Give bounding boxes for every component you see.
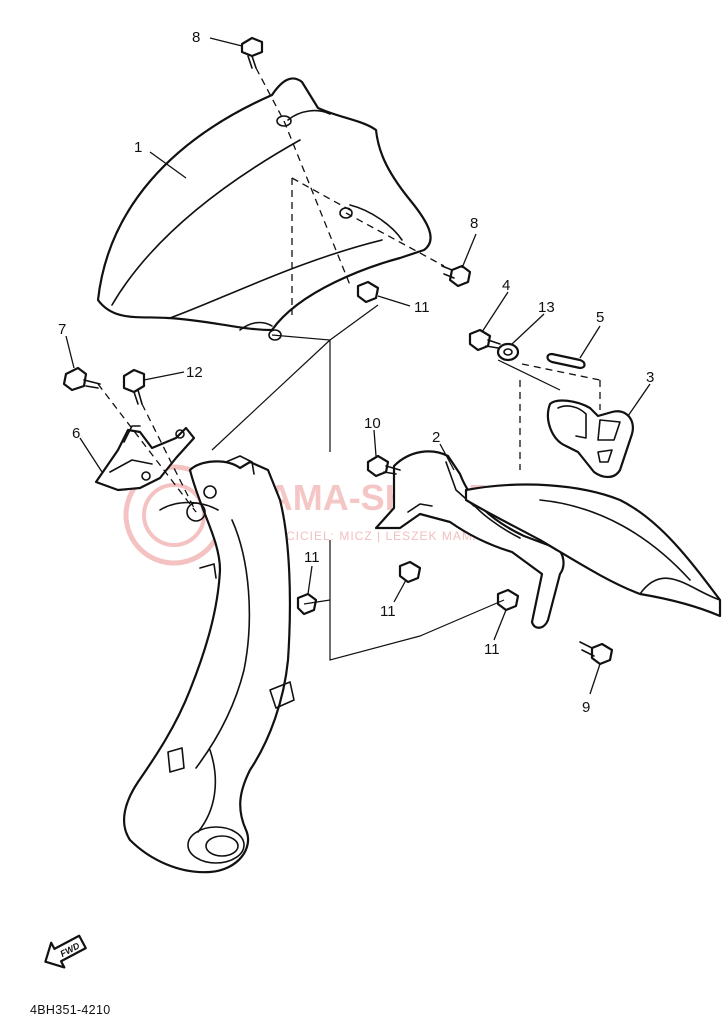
part-bolt-12 (122, 368, 146, 405)
arrow-icon (44, 934, 87, 969)
leader-13 (511, 313, 545, 345)
callout-10: 10 (364, 415, 381, 432)
callout-3: 3 (646, 369, 654, 386)
part-bracket-3 (546, 399, 634, 479)
part-hose-holder (94, 425, 196, 492)
watermark-subtext: WŁAŚCICIEL: MICZ | LESZEK MAMA (248, 528, 482, 543)
assembly-lines (211, 304, 561, 661)
watermark-logo-inner (142, 483, 206, 547)
callouts: 1 8 8 11 7 12 6 4 13 5 3 10 2 (58, 29, 654, 716)
leader-8-top (209, 37, 243, 47)
leader-5 (579, 325, 601, 359)
part-bolt-7 (62, 366, 101, 392)
part-nut-11-d (496, 588, 520, 612)
leader-1 (149, 151, 187, 179)
leader-2 (439, 443, 455, 471)
leader-11-d (493, 609, 507, 641)
callout-2: 2 (432, 429, 440, 446)
part-fender-rear-section (464, 483, 722, 618)
callout-12: 12 (186, 364, 203, 381)
leader-11-a (377, 295, 411, 307)
forward-direction-arrow: FWD (44, 934, 87, 969)
part-nut-11-a (356, 280, 380, 304)
callout-6: 6 (72, 425, 80, 442)
leader-11-c (393, 579, 407, 603)
part-front-fender (96, 77, 432, 341)
callout-7: 7 (58, 321, 66, 338)
part-washer-13 (496, 342, 520, 362)
leader-7 (65, 335, 75, 369)
leader-9 (589, 663, 601, 695)
callout-9: 9 (582, 699, 590, 716)
part-bolt-8-right (441, 264, 472, 288)
part-nut-11-c (398, 560, 422, 584)
leader-8-right (461, 233, 477, 269)
callout-5: 5 (596, 309, 604, 326)
callout-1: 1 (134, 139, 142, 156)
callout-13: 13 (538, 299, 555, 316)
part-fork-outer-tube (122, 455, 295, 874)
callout-11-a: 11 (414, 299, 430, 316)
part-bolt-8-top (240, 36, 264, 69)
callout-8-top: 8 (192, 29, 200, 46)
part-bolt-4 (468, 328, 501, 352)
callout-4: 4 (502, 277, 510, 294)
reference-code: 4BH351-4210 (30, 1003, 110, 1017)
part-bolt-9 (579, 641, 614, 666)
callout-11-c: 11 (380, 603, 396, 620)
leader-3 (627, 383, 651, 417)
leader-11-b (307, 565, 313, 595)
part-bolt-10 (366, 454, 401, 478)
callout-8-right: 8 (470, 215, 478, 232)
alignment-lines (97, 67, 601, 513)
leader-4 (481, 291, 509, 333)
leader-10 (373, 429, 377, 457)
part-damper-5 (546, 352, 586, 370)
callout-11-d: 11 (484, 641, 500, 658)
leader-6 (79, 437, 103, 473)
leader-12 (143, 371, 185, 381)
callout-11-b: 11 (304, 549, 320, 566)
